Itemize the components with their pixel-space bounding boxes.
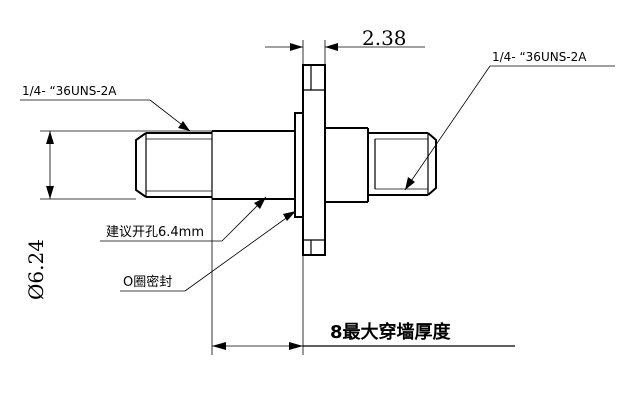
oring-seal-ring xyxy=(294,112,304,218)
label-thread-spec-left: 1/4- “36UNS-2A xyxy=(22,84,117,98)
fitting-body xyxy=(135,64,437,256)
label-max-wall-thickness: 8最大穿墙厚度 xyxy=(330,321,452,343)
label-thread-spec-right: 1/4- “36UNS-2A xyxy=(492,50,587,64)
leader-thread-right: 1/4- “36UNS-2A xyxy=(404,50,615,191)
dim-text-2-38: 2.38 xyxy=(362,26,407,50)
label-hole-suggestion: 建议开孔6.4mm xyxy=(106,225,204,240)
dim-text-diameter: Ø6.24 xyxy=(24,239,48,300)
left-thread-chamfer xyxy=(135,132,147,198)
leader-oring-seal: O圈密封 xyxy=(120,210,297,292)
dimension-diameter: Ø6.24 xyxy=(24,130,212,300)
arrow-head xyxy=(46,186,54,199)
label-oring-seal: O圈密封 xyxy=(123,274,172,290)
arrow-head xyxy=(325,43,338,51)
dimension-flange-thickness: 2.38 xyxy=(265,26,425,65)
arrow-head xyxy=(212,342,226,350)
leader-thread-left: 1/4- “36UNS-2A xyxy=(20,84,191,132)
leader-hole-suggestion: 建议开孔6.4mm xyxy=(100,196,267,242)
arrow-head xyxy=(289,342,303,350)
arrow-head xyxy=(290,43,303,51)
arrow-head xyxy=(46,131,54,144)
dimension-max-wall: 8最大穿墙厚度 xyxy=(211,199,515,355)
flange xyxy=(302,64,326,256)
right-thread-chamfer xyxy=(427,132,437,196)
